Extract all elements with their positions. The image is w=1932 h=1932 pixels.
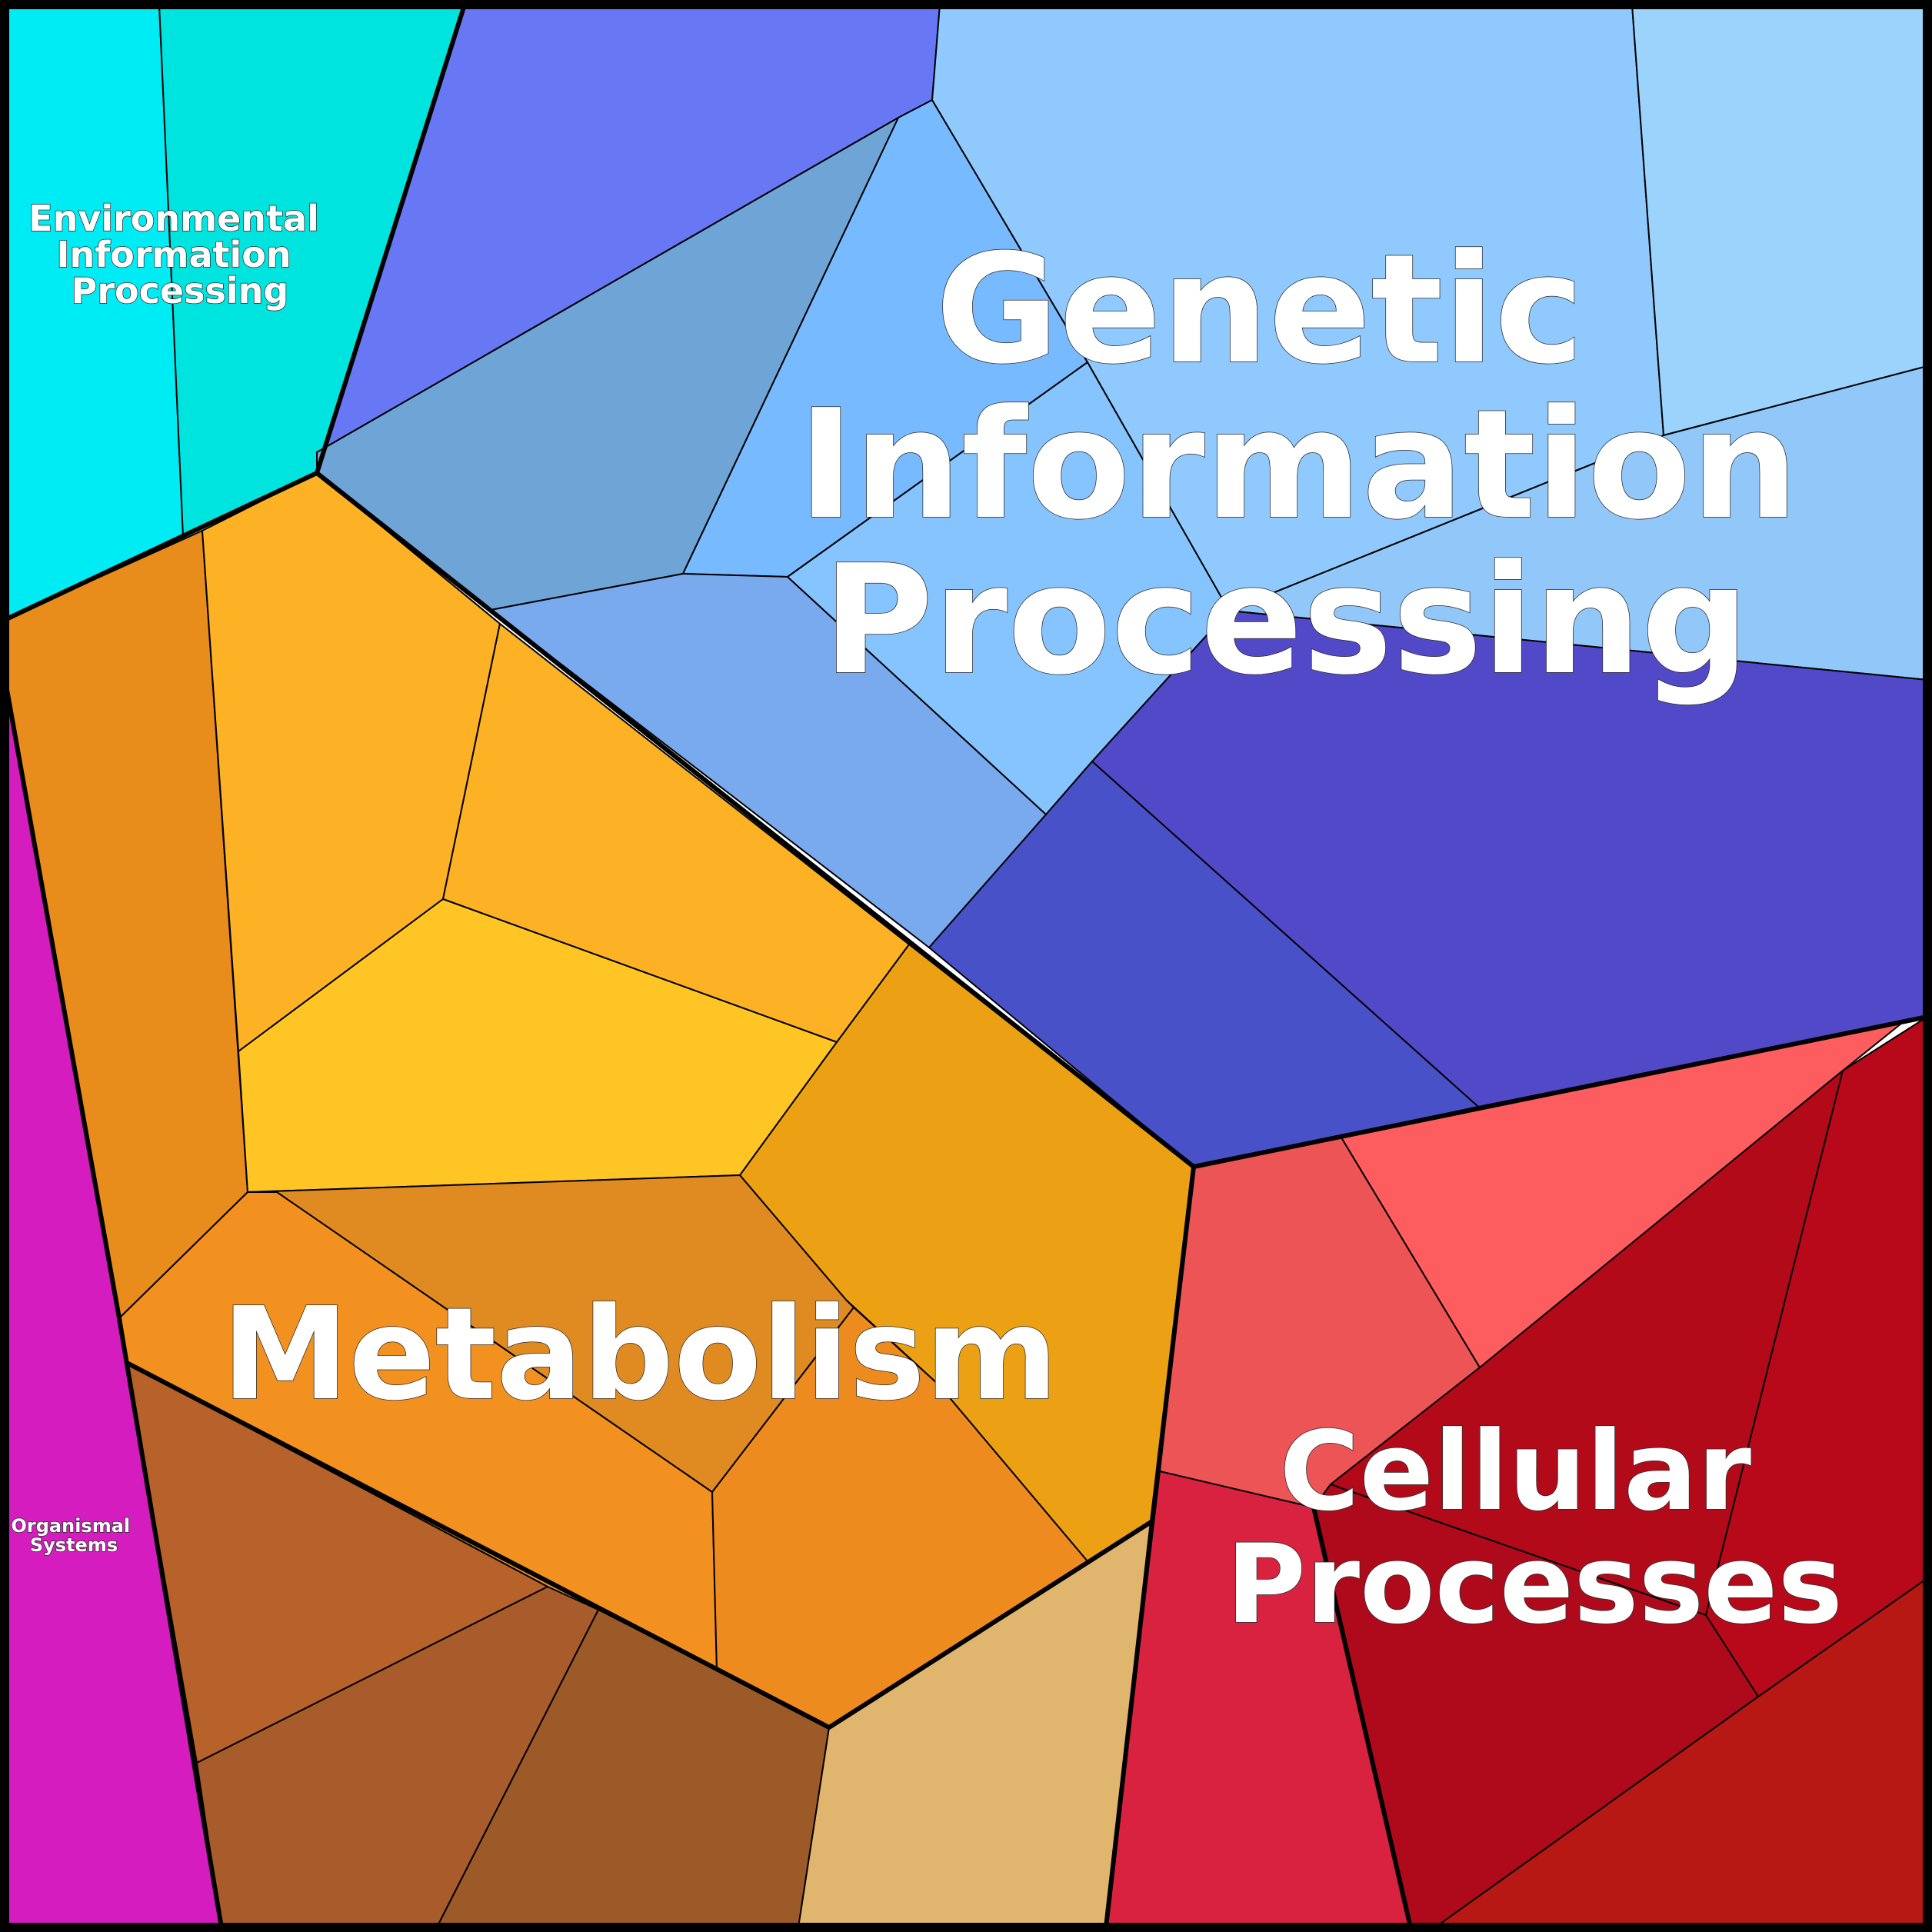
label-metabolism-line-1: Metabolism [222, 1281, 1058, 1429]
region-metabolism [4, 472, 1194, 1928]
label-genetic: Genetic Information Processing [798, 222, 1851, 708]
label-genetic-line-1: Genetic [935, 222, 1584, 398]
label-organismal: Organismal Systems [12, 1515, 137, 1556]
cell-env-1 [4, 4, 184, 621]
label-organismal-line-1: Organismal [12, 1515, 131, 1537]
label-organismal-line-2: Systems [30, 1534, 118, 1556]
cell-gen-7 [1631, 4, 1928, 436]
label-genetic-line-2: Information [798, 378, 1799, 553]
region-cellular [1105, 1016, 1928, 1928]
label-cellular: Cellular Processes [1226, 1408, 1843, 1648]
region-labels: Environmental Information Processing Gen… [11, 197, 1851, 1649]
label-environmental-line-3: Processing [72, 270, 289, 311]
region-genetic [316, 4, 1928, 1168]
label-cellular-line-2: Processes [1226, 1521, 1843, 1648]
label-cellular-line-1: Cellular [1280, 1408, 1751, 1535]
label-environmental-line-2: Information [56, 234, 291, 275]
border-met-inner [125, 1361, 1154, 1730]
cell-gen-10 [928, 761, 1479, 1168]
label-metabolism: Metabolism [222, 1281, 1058, 1429]
label-environmental-line-1: Environmental [28, 198, 319, 239]
border-cel-inner [1311, 1507, 1413, 1928]
label-environmental: Environmental Information Processing [28, 198, 331, 311]
label-genetic-line-3: Processing [823, 533, 1749, 708]
border-met-org [2, 676, 224, 1928]
